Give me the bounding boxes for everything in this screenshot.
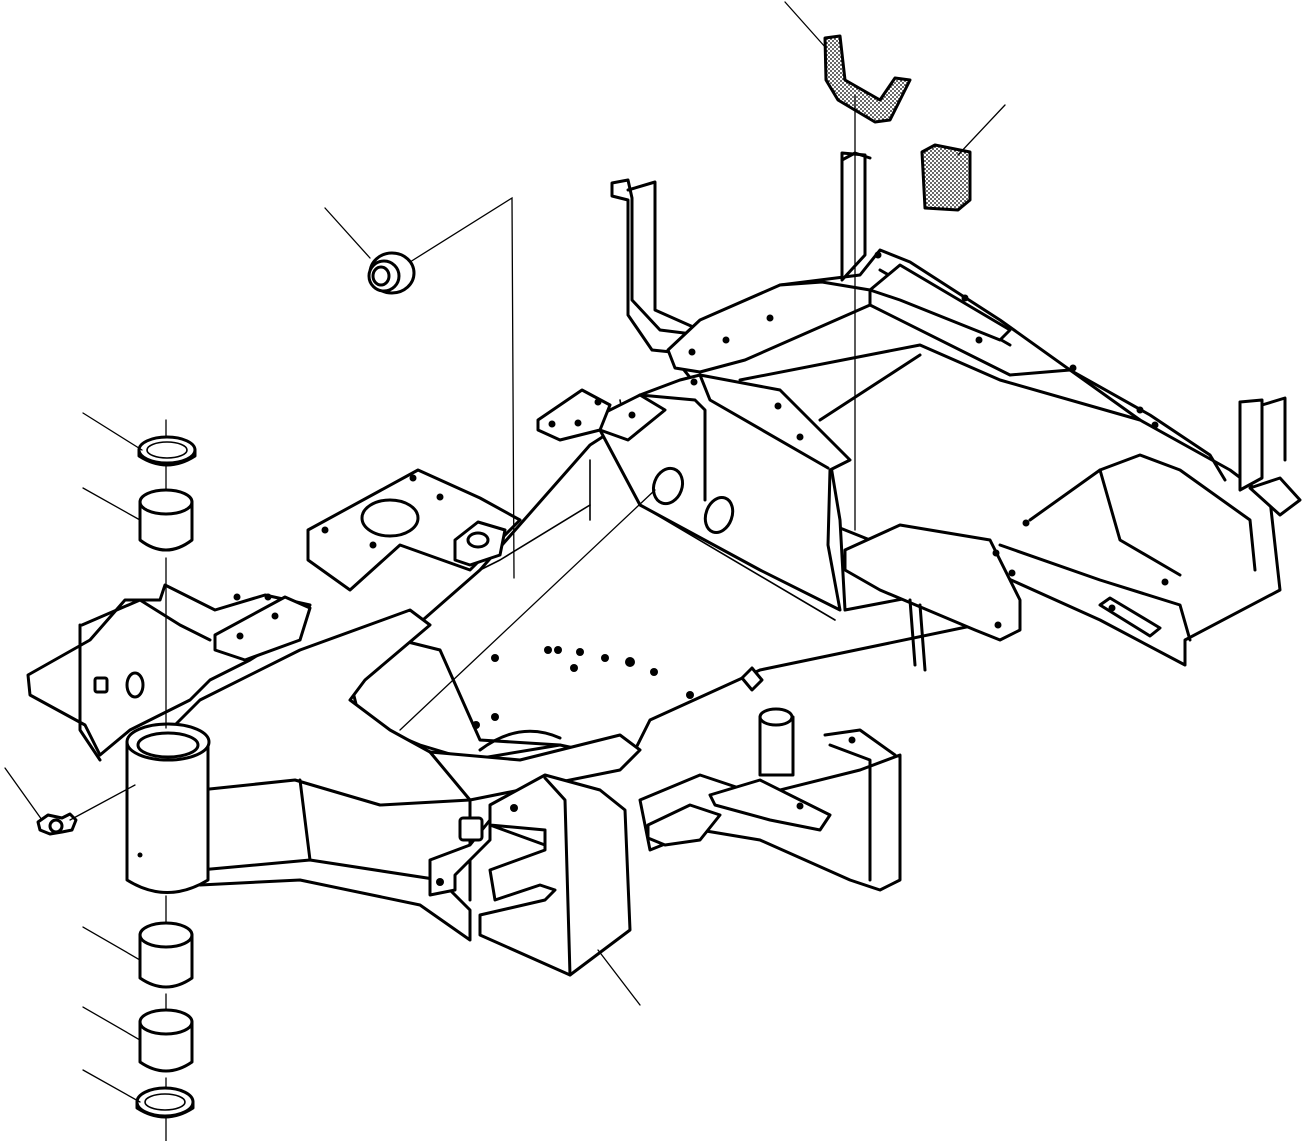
thrust-washer-lower <box>135 1086 195 1119</box>
alignment-lines <box>69 94 856 1141</box>
main-frame <box>26 151 1302 942</box>
bushing-lower <box>138 921 194 989</box>
track-frame-guard <box>478 773 632 977</box>
leader-lines <box>4 1 1006 1103</box>
hose-clamp <box>823 34 912 124</box>
rubber-pad <box>920 143 972 212</box>
rear-hooks <box>610 151 1302 517</box>
front-right-skid <box>428 707 902 897</box>
rear-plates <box>666 263 1012 374</box>
bushing-bottom <box>138 1008 194 1073</box>
left-mount-plate <box>306 468 522 592</box>
pivot-housing <box>125 722 211 894</box>
thrust-washer-upper <box>137 435 197 467</box>
center-tower <box>536 373 852 612</box>
front-left-structure <box>26 583 312 762</box>
right-arm <box>740 523 1022 692</box>
grease-fitting <box>36 812 78 836</box>
bushing-upper <box>138 488 194 552</box>
grommet <box>367 251 416 295</box>
